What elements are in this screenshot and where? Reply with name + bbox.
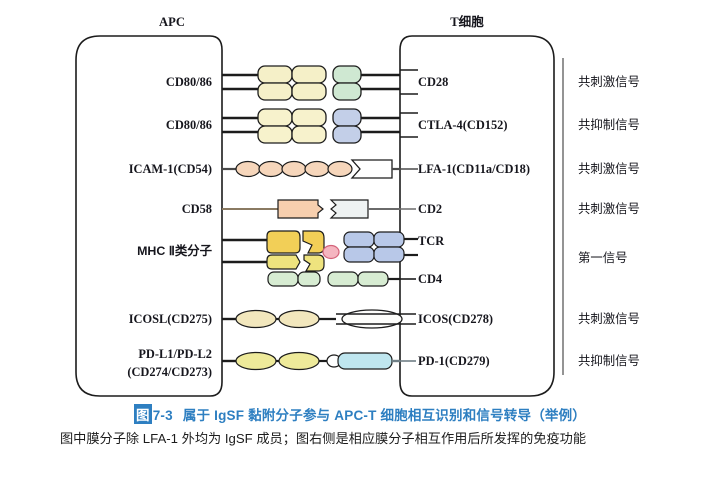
label-apc-cd80-86-b: CD80/86: [166, 118, 212, 132]
figure-number: 7-3: [152, 408, 173, 423]
signal-pd1: 共抑制信号: [578, 353, 640, 368]
signal-cd2: 共刺激信号: [578, 202, 640, 216]
row-icosl-icos: ICOSL(CD275) ICOS(CD278) 共刺激信号: [129, 309, 640, 329]
molecule-icos: [336, 309, 403, 329]
label-apc-icam1: ICAM-1(CD54): [129, 162, 212, 176]
row-pdl1-pd1: PD-L1/PD-L2 (CD274/CD273) PD-1(CD279) 共抑…: [127, 347, 640, 379]
antigen-peptide: [322, 244, 340, 260]
label-apc-cd80-86-a: CD80/86: [166, 75, 212, 89]
molecule-icosl: [235, 309, 336, 329]
figure-badge: 图: [133, 404, 152, 424]
molecule-cd4: [267, 271, 389, 287]
molecule-lfa1: [350, 159, 393, 179]
molecule-cd80-86-lower: [257, 82, 327, 101]
apc-cell-membrane: [75, 35, 223, 397]
label-apc-icosl: ICOSL(CD275): [129, 312, 212, 326]
signal-lfa1: 共刺激信号: [578, 162, 640, 176]
signal-icos: 共刺激信号: [578, 312, 640, 326]
signal-cd28: 共刺激信号: [578, 75, 640, 89]
t-cell-membrane: [399, 35, 555, 397]
molecule-cd58: [277, 199, 324, 219]
label-t-icos: ICOS(CD278): [418, 312, 493, 326]
label-t-tcr: TCR: [418, 234, 445, 248]
molecule-icam1: [235, 160, 353, 178]
label-t-ctla4: CTLA-4(CD152): [418, 118, 507, 132]
molecule-cd80-86-upper: [257, 65, 327, 84]
row-cd80-cd28: CD80/86 CD28 共刺激信号: [166, 65, 640, 101]
label-t-cd4: CD4: [418, 272, 442, 286]
row-cd58-cd2: CD58 CD2 共刺激信号: [182, 199, 640, 219]
apc-t-cell-interaction-diagram: APC T细胞: [75, 14, 640, 397]
molecule-pdl1-pdl2: [235, 351, 342, 371]
label-t-cd2: CD2: [418, 202, 442, 216]
label-t-pd1: PD-1(CD279): [418, 354, 490, 368]
apc-cell-title: APC: [159, 15, 185, 29]
molecule-cd80-86-b-lower: [257, 125, 327, 144]
label-apc-pdl1-line2: (CD274/CD273): [127, 365, 212, 379]
molecule-tcr: [343, 231, 405, 263]
molecule-pd1: [337, 352, 393, 370]
row-cd80-ctla4: CD80/86 CTLA-4(CD152) 共抑制信号: [166, 108, 640, 144]
molecule-cd2: [329, 199, 369, 219]
signal-tcr: 第一信号: [578, 251, 628, 265]
row-icam1-lfa1: ICAM-1(CD54) LFA-1(CD11a/CD18) 共刺激信号: [129, 159, 640, 179]
molecule-ctla4: [332, 108, 362, 144]
t-cell-title: T细胞: [450, 14, 484, 29]
label-t-cd28: CD28: [418, 75, 448, 89]
molecule-mhc-class-2: [266, 230, 340, 272]
label-apc-cd58: CD58: [182, 202, 212, 216]
molecule-cd28: [332, 65, 362, 101]
label-apc-mhc2: MHC Ⅱ类分子: [137, 243, 213, 258]
signal-ctla4: 共抑制信号: [578, 117, 640, 132]
label-t-lfa1: LFA-1(CD11a/CD18): [418, 162, 530, 176]
caption-title-text: 属于 IgSF 黏附分子参与 APC-T 细胞相互识别和信号转导（举例）: [182, 408, 587, 423]
caption-body-text: 图中膜分子除 LFA-1 外均为 IgSF 成员；图右侧是相应膜分子相互作用后所…: [60, 431, 587, 446]
molecule-cd80-86-b-upper: [257, 108, 327, 127]
row-mhc2-tcr-cd4: MHC Ⅱ类分子 TCR CD4 第一信号: [137, 230, 628, 287]
label-apc-pdl1: PD-L1/PD-L2: [138, 347, 212, 361]
